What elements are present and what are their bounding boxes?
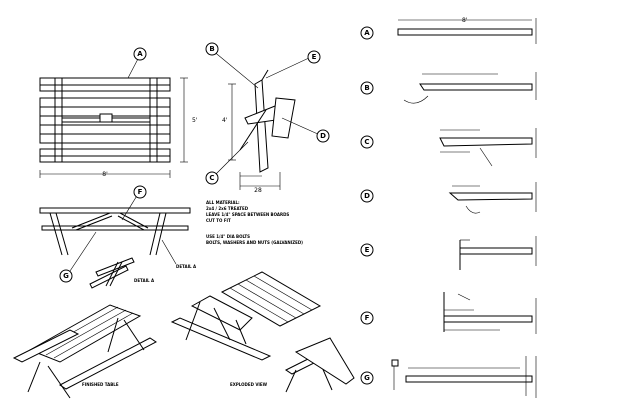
detail-callout-f: F (365, 314, 370, 322)
detail-callout-b: B (364, 84, 369, 92)
detail-callout-c: C (364, 138, 369, 146)
note-line-6: BOLTS, WASHERS AND NUTS (GALVANIZED) (206, 240, 303, 245)
note-line-2: 2x4 / 2x6 TREATED (206, 206, 249, 211)
callout-f: F (138, 188, 143, 196)
detail-a-caption: DETAIL A (134, 278, 155, 283)
exploded-label: EXPLODED VIEW (230, 382, 268, 387)
callout-b: B (209, 45, 214, 53)
callout-c: C (209, 174, 214, 182)
notes-block: ALL MATERIAL: 2x4 / 2x6 TREATED LEAVE 1/… (206, 200, 303, 245)
note-line-4: CUT TO FIT (206, 218, 231, 223)
exploded-view: EXPLODED VIEW (170, 271, 355, 393)
callout-a: A (137, 50, 143, 58)
detail-callout-a: A (364, 29, 370, 37)
width-dimension: 28 (254, 187, 262, 194)
svg-text:8': 8' (102, 171, 108, 178)
detail-callout-e: E (365, 246, 370, 254)
svg-text:8': 8' (462, 17, 468, 24)
note-line-3: LEAVE 1/4" SPACE BETWEEN BOARDS (206, 212, 289, 217)
callout-e: E (312, 53, 317, 61)
detail-column: A 8' B C D E F (360, 17, 537, 398)
front-elevation: F G DETAIL A (39, 185, 197, 283)
top-plan-view: 8' 5' A (39, 47, 198, 178)
callout-g: G (63, 272, 69, 280)
detail-callout-d: D (364, 192, 370, 200)
callout-d: D (320, 132, 326, 140)
detail-callout-g: G (364, 374, 370, 382)
note-line-5: USE 1/4" DIA BOLTS (206, 234, 250, 239)
note-line-1: ALL MATERIAL: (206, 200, 240, 205)
svg-text:5': 5' (192, 117, 198, 124)
detail-a-sketch: DETAIL A (89, 257, 155, 289)
finished-table: FINISHED TABLE (12, 304, 157, 399)
finished-label: FINISHED TABLE (82, 382, 119, 387)
end-view: 4' 28 B E D C (205, 42, 330, 194)
detail-a-label: DETAIL A (176, 264, 197, 269)
svg-text:4': 4' (222, 117, 228, 124)
